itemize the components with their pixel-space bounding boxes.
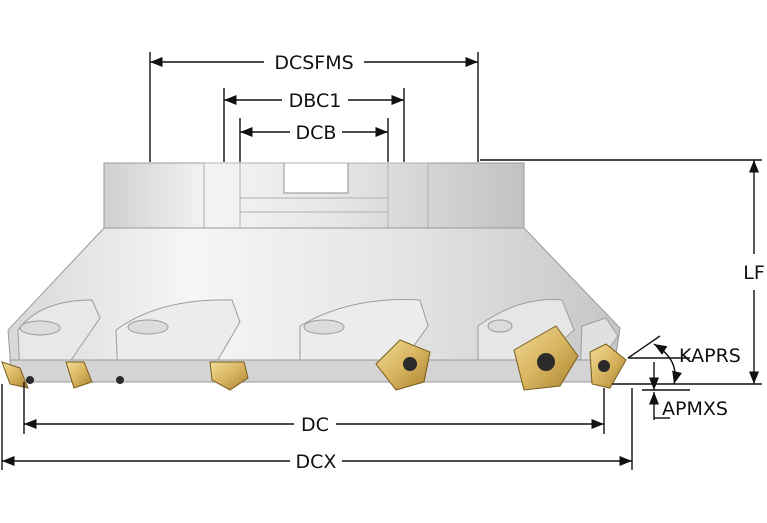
label-apmxs: APMXS <box>662 398 728 420</box>
dimension-labels: DCSFMS DBC1 DCB LF KAPRS APMXS DC DCX <box>274 52 764 473</box>
label-kaprs: KAPRS <box>679 345 741 367</box>
insert-3 <box>209 361 249 391</box>
label-lf: LF <box>743 262 765 284</box>
insert-1 <box>1 361 29 389</box>
label-dcx: DCX <box>296 451 337 473</box>
keyway-slot <box>283 163 349 194</box>
label-dcb: DCB <box>296 122 337 144</box>
label-dc: DC <box>301 414 329 436</box>
insert-screws <box>26 353 610 384</box>
dimension-lines <box>1 52 762 470</box>
cutter-body <box>1 162 627 391</box>
flute-pockets <box>17 299 619 380</box>
cutting-inserts <box>1 325 627 391</box>
insert-2 <box>65 361 93 389</box>
label-dcsfms: DCSFMS <box>274 52 353 74</box>
insert-4 <box>375 339 431 391</box>
coolant-holes <box>19 319 513 336</box>
label-dbc1: DBC1 <box>289 90 342 112</box>
